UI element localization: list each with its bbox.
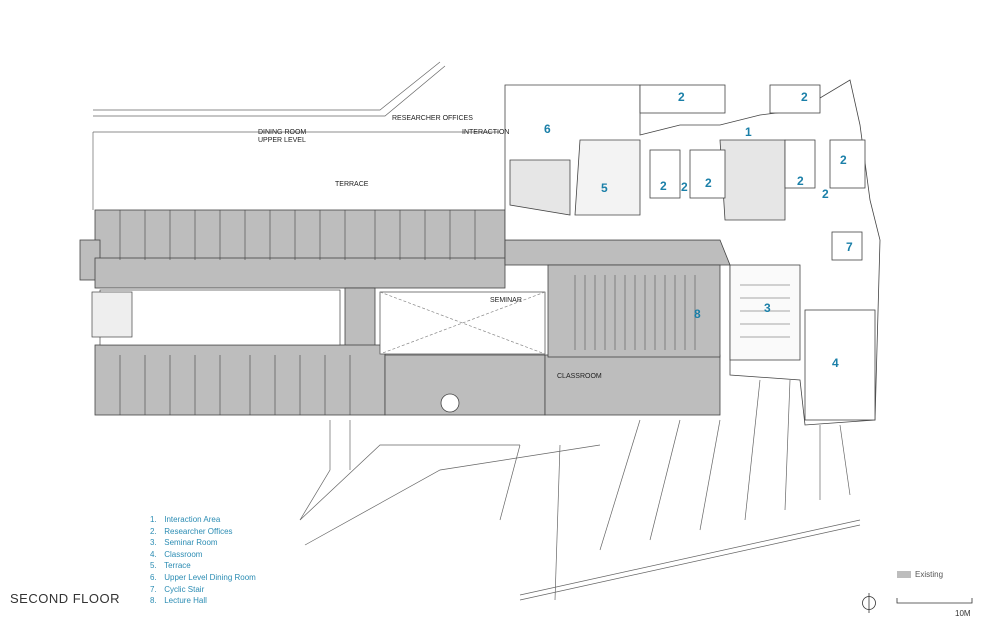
plan-label-interaction: INTERACTION bbox=[462, 129, 509, 136]
existing-legend: Existing bbox=[897, 570, 943, 579]
existing-swatch bbox=[897, 571, 911, 579]
site-lines bbox=[92, 61, 861, 601]
seminar-room-desks bbox=[740, 284, 790, 338]
plan-label-terrace: TERRACE bbox=[335, 181, 369, 188]
room-number-6: 6 bbox=[544, 122, 551, 136]
room-number-2: 2 bbox=[660, 179, 667, 193]
scale-bar bbox=[896, 598, 973, 604]
room-number-2: 2 bbox=[681, 180, 688, 194]
legend-item: 8. Lecture Hall bbox=[150, 596, 207, 606]
legend-item: 5. Terrace bbox=[150, 561, 191, 571]
room-number-8: 8 bbox=[694, 307, 701, 321]
spiral-stair-icon bbox=[440, 393, 460, 413]
drawing-title: SECOND FLOOR bbox=[10, 591, 121, 606]
room-number-2: 2 bbox=[801, 90, 808, 104]
room-number-5: 5 bbox=[601, 181, 608, 195]
room-number-4: 4 bbox=[832, 356, 839, 370]
room-number-3: 3 bbox=[764, 301, 771, 315]
legend-list: 1. Interaction Area 2. Researcher Office… bbox=[150, 514, 256, 607]
room-number-1: 1 bbox=[745, 125, 752, 139]
new-building bbox=[504, 79, 881, 426]
legend-item: 4. Classroom bbox=[150, 549, 203, 559]
room-number-2: 2 bbox=[797, 174, 804, 188]
courtyards bbox=[91, 289, 546, 355]
existing-building bbox=[79, 209, 876, 416]
scale-label: 10M bbox=[955, 609, 971, 618]
plan-label-dining-room: DINING ROOM bbox=[258, 129, 306, 136]
plan-label-upper-level: UPPER LEVEL bbox=[258, 137, 306, 144]
legend-item: 1. Interaction Area bbox=[150, 515, 221, 524]
lecture-hall-seating bbox=[574, 275, 696, 350]
plan-label-researcher-offices: RESEARCHER OFFICES bbox=[392, 115, 473, 122]
legend-item: 2. Researcher Offices bbox=[150, 526, 233, 536]
north-arrow-icon bbox=[862, 593, 876, 613]
room-number-2: 2 bbox=[840, 153, 847, 167]
legend-item: 6. Upper Level Dining Room bbox=[150, 572, 256, 582]
room-number-2: 2 bbox=[822, 187, 829, 201]
legend-item: 3. Seminar Room bbox=[150, 538, 218, 548]
plan-label-classroom: CLASSROOM bbox=[557, 373, 602, 380]
existing-label: Existing bbox=[915, 570, 944, 579]
legend-item: 7. Cyclic Stair bbox=[150, 584, 205, 594]
room-number-7: 7 bbox=[846, 240, 853, 254]
plan-label-seminar: SEMINAR bbox=[490, 297, 522, 304]
room-number-2: 2 bbox=[678, 90, 685, 104]
room-number-2: 2 bbox=[705, 176, 712, 190]
facade-bays bbox=[119, 210, 476, 415]
